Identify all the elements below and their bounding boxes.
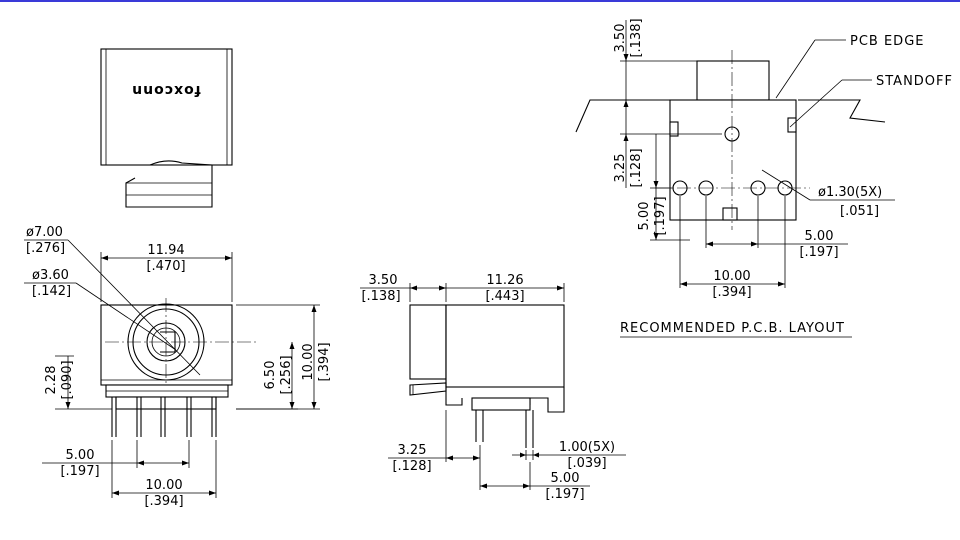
dim-front-outer-dia-in: [.276]	[26, 241, 65, 256]
dim-front-inner-dia: ø3.60	[32, 268, 69, 283]
dim-side-body-length: 11.26	[486, 273, 523, 288]
dim-side-body-length-in: [.443]	[485, 289, 524, 304]
dim-pcb-hole-dia-in: [.051]	[840, 204, 879, 219]
dim-front-height: 10.00	[301, 343, 316, 380]
dim-side-pin-dia: 1.00(5X)	[559, 440, 615, 455]
brand-logo: foxconn	[131, 82, 201, 98]
dim-pcb-overhang: 3.50	[613, 24, 628, 53]
dim-pcb-span-in: [.394]	[712, 285, 751, 300]
dim-pcb-pitch: 5.00	[805, 229, 834, 244]
dim-front-span: 10.00	[145, 478, 182, 493]
dim-pcb-row-gap: 5.00	[637, 202, 652, 231]
dim-side-pin-offset: 3.25	[398, 443, 427, 458]
standoff-label: STANDOFF	[876, 74, 953, 89]
dim-front-pitch-in: [.197]	[60, 464, 99, 479]
pcb-edge-label: PCB EDGE	[850, 34, 924, 49]
dim-front-center-height-in: [.256]	[279, 355, 294, 394]
dim-pcb-overhang-in: [.138]	[629, 18, 644, 57]
dim-front-height-in: [.394]	[317, 342, 332, 381]
pcb-layout-title: RECOMMENDED P.C.B. LAYOUT	[620, 321, 845, 336]
dim-pcb-row-gap-in: [.197]	[653, 196, 668, 235]
dim-side-pin-pitch: 5.00	[551, 471, 580, 486]
dim-front-base-height-in: [.090]	[60, 360, 75, 399]
front-view: ø7.00 [.276] ø3.60 [.142] 11.94 [.470] 1…	[24, 225, 332, 509]
side-view: 3.50 [.138] 11.26 [.443] 3.25 [.128] 1.0…	[360, 273, 626, 502]
dim-pcb-hole-dia: ø1.30(5X)	[818, 185, 882, 200]
dim-front-inner-dia-in: [.142]	[32, 284, 71, 299]
top-view: foxconn	[100, 48, 233, 208]
dim-front-center-height: 6.50	[263, 361, 278, 390]
dim-front-span-in: [.394]	[144, 494, 183, 509]
dim-pcb-row-offset-in: [.128]	[629, 148, 644, 187]
dim-side-front-length: 3.50	[369, 273, 398, 288]
dim-front-width: 11.94	[147, 243, 184, 258]
dim-pcb-span: 10.00	[713, 269, 750, 284]
dim-side-pin-offset-in: [.128]	[392, 459, 431, 474]
dim-side-front-length-in: [.138]	[361, 289, 400, 304]
dim-front-outer-dia: ø7.00	[26, 225, 63, 240]
dim-pcb-pitch-in: [.197]	[799, 245, 838, 260]
dim-pcb-row-offset: 3.25	[613, 154, 628, 183]
dim-side-pin-dia-in: [.039]	[567, 456, 606, 471]
dim-front-pitch: 5.00	[66, 448, 95, 463]
dim-front-width-in: [.470]	[146, 259, 185, 274]
pcb-layout-view: 3.50 [.138] 3.25 [.128] 5.00 [.197] ø1.3…	[575, 18, 953, 338]
dim-front-base-height: 2.28	[44, 366, 59, 395]
dim-side-pin-pitch-in: [.197]	[545, 487, 584, 502]
